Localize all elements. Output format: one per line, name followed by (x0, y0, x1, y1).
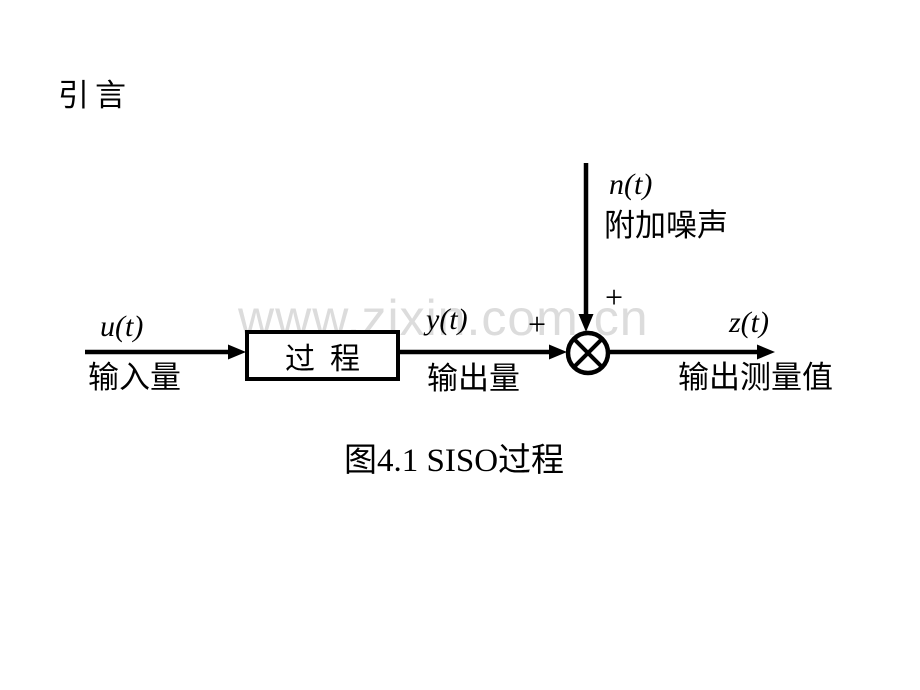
input-quantity-label: 输入量 (88, 360, 181, 395)
noise-signal-label: n(t) (609, 168, 653, 201)
input-arrowhead-icon (228, 344, 246, 360)
slide-title: 引言 (58, 78, 132, 113)
measured-signal-label: z(t) (729, 306, 769, 339)
summing-junction-cross-2 (572, 337, 604, 369)
noise-arrowhead-icon (578, 314, 594, 332)
output-arrowhead-icon (757, 344, 775, 360)
input-signal-label: u(t) (100, 310, 144, 343)
output-quantity-label: 输出量 (427, 361, 520, 396)
plus-sign-noise: + (605, 279, 624, 315)
measured-quantity-label: 输出测量值 (678, 360, 833, 395)
figure-caption: 图4.1 SISO过程 (344, 443, 565, 479)
plus-sign-input: + (528, 306, 547, 342)
additive-noise-label: 附加噪声 (604, 208, 728, 243)
process-block: 过 程 (245, 330, 400, 381)
sum-input-arrowhead-icon (549, 344, 567, 360)
output-signal-label: y(t) (426, 303, 468, 336)
